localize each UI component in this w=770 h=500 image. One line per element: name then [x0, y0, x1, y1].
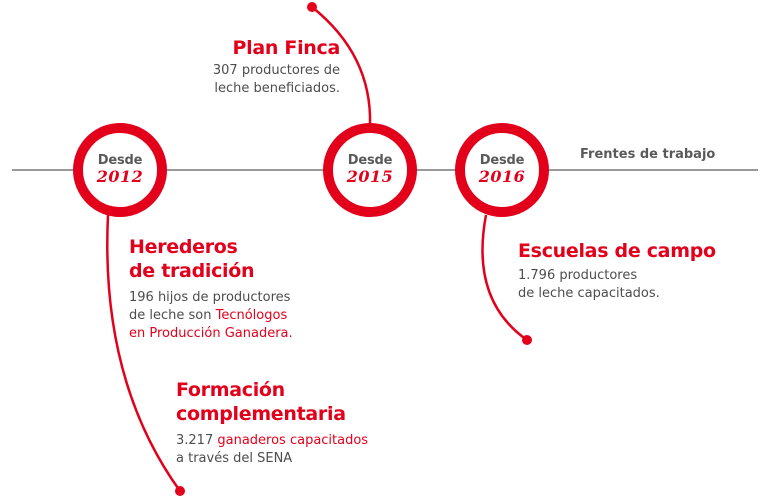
- milestone-ring-2016: [455, 123, 549, 217]
- milestone-prefix: Desde: [97, 153, 143, 168]
- milestone-year: 2012: [96, 167, 144, 186]
- milestone-year: 2015: [346, 167, 394, 186]
- milestone-2015: Desde 2015: [333, 153, 407, 186]
- endpoint-dot-plan-finca: [307, 2, 317, 12]
- desc-line: 307 productores de: [212, 63, 340, 78]
- item-title: Formación complementaria: [176, 379, 346, 425]
- desc-line: 1.796 productores: [518, 268, 638, 283]
- connector-plan-finca: [311, 6, 372, 126]
- desc-line: 3.217 ganaderos capacitados: [176, 432, 416, 450]
- axis-label: Frentes de trabajo: [580, 147, 716, 162]
- connector-escuelas: [481, 214, 528, 342]
- item-title: Plan Finca: [232, 37, 340, 59]
- item-title: Escuelas de campo: [518, 240, 716, 262]
- desc-text: de leche son: [129, 308, 216, 323]
- milestone-prefix: Desde: [347, 153, 393, 168]
- item-description: 1.796 productores de leche capacitados.: [518, 267, 758, 303]
- milestone-prefix: Desde: [479, 153, 525, 168]
- milestone-year: 2016: [478, 167, 526, 186]
- desc-highlight: en Producción Ganadera.: [129, 326, 293, 341]
- endpoint-dot-formacion: [175, 486, 185, 496]
- desc-text: 3.217: [176, 433, 218, 448]
- item-plan-finca: Plan Finca 307 productores de leche bene…: [150, 36, 340, 98]
- connector-formacion: [106, 214, 182, 492]
- item-escuelas: Escuelas de campo 1.796 productores de l…: [518, 239, 758, 303]
- item-description: 3.217 ganaderos capacitados a través del…: [176, 432, 416, 468]
- desc-line: de leche son Tecnólogos: [129, 307, 359, 325]
- milestone-2012: Desde 2012: [83, 153, 157, 186]
- desc-highlight: Tecnólogos: [215, 308, 288, 323]
- item-description: 196 hijos de productores de leche son Te…: [129, 289, 359, 343]
- desc-line: a través del SENA: [176, 451, 293, 466]
- item-title: Herederos de tradición: [129, 236, 255, 282]
- item-description: 307 productores de leche beneficiados.: [150, 62, 340, 98]
- milestone-ring-2015: [323, 123, 417, 217]
- item-formacion: Formación complementaria 3.217 ganaderos…: [176, 378, 416, 468]
- desc-line: leche beneficiados.: [214, 81, 340, 96]
- desc-line: de leche capacitados.: [518, 286, 660, 301]
- milestone-2016: Desde 2016: [465, 153, 539, 186]
- endpoint-dot-escuelas: [522, 335, 532, 345]
- desc-highlight: ganaderos capacitados: [217, 433, 369, 448]
- desc-line: 196 hijos de productores: [129, 290, 291, 305]
- milestone-ring-2012: [73, 123, 167, 217]
- item-herederos: Herederos de tradición 196 hijos de prod…: [129, 235, 359, 343]
